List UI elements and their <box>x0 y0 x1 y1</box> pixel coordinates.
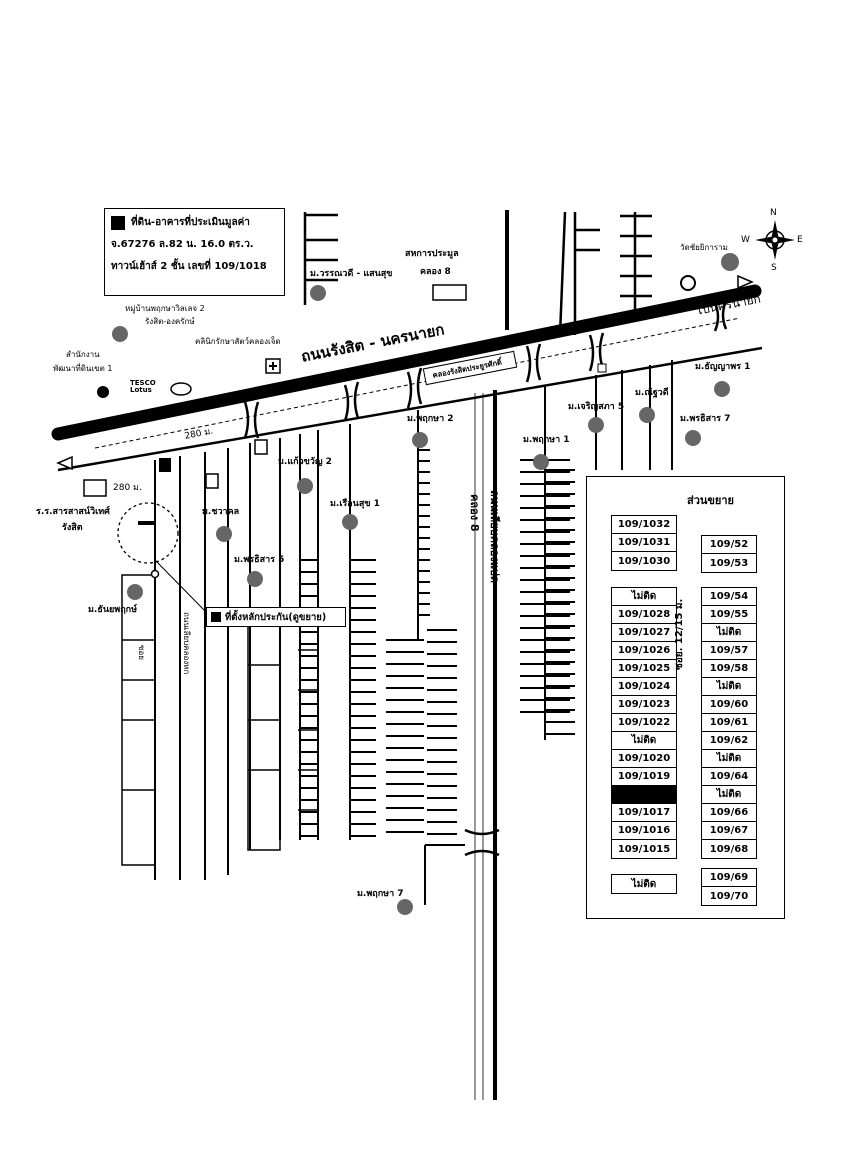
compass-w: W <box>741 235 750 245</box>
place-school-2: รังสิต <box>62 523 83 533</box>
place-pornsirisap-7: ม.พรธิสาร 7 <box>680 414 731 424</box>
distance-label-2: 280 ม. <box>113 483 142 493</box>
place-chavakorn: ม.ชวาคล <box>202 507 240 517</box>
side-road-label: ถนนเลียบคลองหก <box>182 612 191 675</box>
unit-cell: 109/61 <box>702 714 756 732</box>
unit-cell: ไม่ติด <box>612 732 676 750</box>
compass-icon <box>755 220 795 260</box>
unit-cell: 109/70 <box>709 890 749 902</box>
place-pruksa-ville-2: รังสิต-องครักษ์ <box>145 317 195 326</box>
zoom-column-right-bottom: 109/69 109/70 <box>701 868 757 906</box>
subject-unit <box>612 786 676 804</box>
collateral-label: ที่ตั้งหลักประกัน(ดูขยาย) <box>225 611 327 623</box>
unit-cell: 109/1022 <box>612 714 676 732</box>
unit-cell: 109/62 <box>702 732 756 750</box>
compass-e: E <box>797 235 803 245</box>
place-ruenvsuk-1: ม.เรือนสุข 1 <box>330 499 380 509</box>
place-pornsirisan-5: ม.พรธิสาร 5 <box>234 555 285 565</box>
place-thanyaphruk: ม.ธันยพฤกษ์ <box>88 605 138 615</box>
unit-cell: 109/55 <box>702 606 756 624</box>
place-land-office-2: พัฒนาที่ดินเขต 1 <box>53 364 113 373</box>
legend-house: ทาวน์เฮ้าส์ 2 ชั้น เลขที่ 109/1018 <box>111 261 267 272</box>
unit-cell: 109/66 <box>702 804 756 822</box>
unit-cell: 109/1016 <box>612 822 676 840</box>
unit-cell: 109/1023 <box>612 696 676 714</box>
unit-cell: 109/67 <box>702 822 756 840</box>
place-cooperative-2: คลอง 8 <box>420 267 451 277</box>
zoom-column-left-bottom: ไม่ติด <box>611 874 677 894</box>
unit-cell: 109/1019 <box>612 768 676 786</box>
collateral-marker-icon <box>211 612 221 622</box>
compass-s: S <box>771 263 777 273</box>
unit-cell: ไม่ติด <box>702 678 756 696</box>
unit-cell: ไม่ติด <box>702 750 756 768</box>
unit-cell: 109/1027 <box>612 624 676 642</box>
place-school: ร.ร.สารสาสน์วิเทศ์ <box>36 507 110 517</box>
unit-cell: 109/1015 <box>617 843 671 855</box>
unit-cell: 109/1031 <box>612 534 676 552</box>
place-pruksa-7: ม.พฤกษา 7 <box>357 889 404 899</box>
unit-cell: 109/1030 <box>617 555 671 567</box>
zoom-column-right-top: 109/52 109/53 <box>701 535 757 573</box>
west-arrow <box>56 455 73 471</box>
place-thanyaporn-1: ม.ธัญญาพร 1 <box>695 362 751 372</box>
north-streets <box>303 211 652 336</box>
place-kaewkwanjai-2: ม.แก้วขวัญ 2 <box>278 457 332 467</box>
unit-cell: 109/64 <box>702 768 756 786</box>
canal-8-road <box>474 210 509 1100</box>
unit-cell: 109/58 <box>702 660 756 678</box>
main-road <box>51 284 763 472</box>
zoom-title: ส่วนขยาย <box>687 494 734 507</box>
unit-cell: 109/53 <box>709 557 749 569</box>
unit-cell: 109/1020 <box>612 750 676 768</box>
place-tesco: TESCO Lotus <box>130 379 156 394</box>
unit-cell: 109/57 <box>702 642 756 660</box>
unit-cell: 109/68 <box>709 843 749 855</box>
unit-cell: 109/69 <box>702 869 756 887</box>
place-jaroensap-5: ม.เจริญสภา 5 <box>568 402 625 412</box>
canal-8-label: คลอง 8 <box>468 494 481 532</box>
unit-cell: 109/1025 <box>612 660 676 678</box>
unit-cell: 109/1017 <box>612 804 676 822</box>
place-cooperative: สหการประมูล <box>405 249 459 259</box>
place-pruksa-2: ม.พฤกษา 2 <box>407 414 454 424</box>
legend-deed: จ.67276 ล.82 น. 16.0 ตร.ว. <box>111 239 254 250</box>
legend-box: ที่ดิน-อาคารที่ประเมินมูลค่า จ.67276 ล.8… <box>104 208 285 296</box>
soi-vertical-label: ซอย <box>137 645 146 660</box>
bridges <box>243 300 728 857</box>
place-land-office: สำนักงาน <box>66 350 100 359</box>
canal-road-label: ถนนเลียบคลองแปด <box>488 490 501 583</box>
landmark-icons <box>83 275 696 497</box>
unit-cell: ไม่ติด <box>612 588 676 606</box>
subject-marker-icon <box>111 215 125 230</box>
place-vet-clinic: คลินิกรักษาสัตว์คลองเจ็ด <box>195 337 281 346</box>
place-pruksa-ville: หมู่บ้านพฤกษาวิลเลจ 2 <box>125 304 205 313</box>
unit-cell: 109/1028 <box>612 606 676 624</box>
compass-n: N <box>770 208 777 218</box>
unit-cell: 109/1026 <box>612 642 676 660</box>
unit-cell: 109/54 <box>702 588 756 606</box>
place-wat: วัดชัยยิการาม <box>680 243 728 252</box>
collateral-callout: ที่ตั้งหลักประกัน(ดูขยาย) <box>206 607 346 627</box>
place-pruksa-1: ม.พฤกษา 1 <box>523 435 570 445</box>
tree-markers <box>112 253 739 915</box>
legend-subject: ที่ดิน-อาคารที่ประเมินมูลค่า <box>131 217 250 228</box>
unit-cell: ไม่ติด <box>702 624 756 642</box>
unit-cell: 109/60 <box>702 696 756 714</box>
unit-cell: 109/1024 <box>612 678 676 696</box>
place-natthawadee: ม.ณัฐวดี <box>635 388 669 398</box>
unit-cell: 109/52 <box>702 536 756 554</box>
place-varanwadee: ม.วรรณวดี - แสนสุข <box>310 269 393 279</box>
unit-cell: ไม่ติด <box>631 878 657 890</box>
unit-cell: ไม่ติด <box>702 786 756 804</box>
east-arrow <box>737 274 754 290</box>
unit-cell: 109/1032 <box>612 516 676 534</box>
collateral-circle <box>117 502 179 564</box>
soi-width-label: ซอย. 12/15 ม. <box>674 598 685 670</box>
